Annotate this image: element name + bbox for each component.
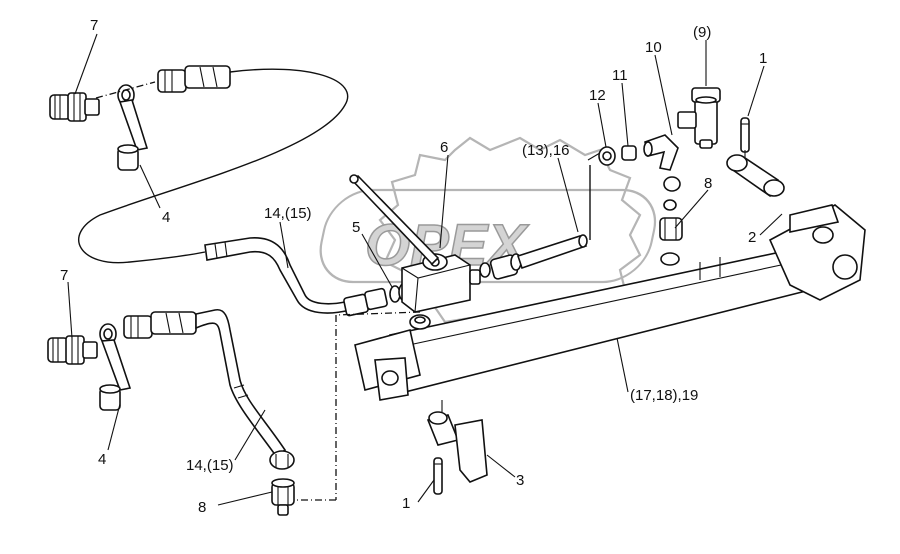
quick-coupler-bottom <box>47 335 98 365</box>
tee-fitting <box>677 87 721 149</box>
callout-17-18-19: (17,18),19 <box>630 387 698 404</box>
callout-5: 5 <box>352 219 360 236</box>
pin-retainer-3 <box>426 400 488 483</box>
callout-14-15-top: 14,(15) <box>264 205 312 222</box>
callout-8-bottom: 8 <box>198 499 206 516</box>
hose-end-bottom <box>123 311 197 339</box>
callout-13-16: (13),16 <box>522 142 570 159</box>
callout-7-top: 7 <box>90 17 98 34</box>
hose-top-14 <box>204 237 412 317</box>
hose-bottom-14 <box>195 308 295 516</box>
callout-9: (9) <box>693 24 711 41</box>
callout-4-bottom: 4 <box>98 451 106 468</box>
callout-7-bottom: 7 <box>60 267 68 284</box>
callout-6: 6 <box>440 139 448 156</box>
callout-2: 2 <box>748 229 756 246</box>
dust-cap-bottom <box>99 323 132 411</box>
callout-12: 12 <box>589 87 606 104</box>
fittings-right-of-valve <box>479 234 588 280</box>
callout-3: 3 <box>516 472 524 489</box>
callout-8-right: 8 <box>704 175 712 192</box>
roll-pin-top <box>740 117 750 153</box>
callout-10: 10 <box>645 39 662 56</box>
leader-lines <box>67 33 783 506</box>
callout-1-top: 1 <box>759 50 767 67</box>
dust-cap-top <box>117 84 149 171</box>
hydraulic-cylinder <box>354 204 866 401</box>
quick-coupler-top <box>49 92 100 122</box>
callout-4-top: 4 <box>162 209 170 226</box>
hose-end-top <box>157 65 231 93</box>
callout-14-15-bottom: 14,(15) <box>186 457 234 474</box>
shutoff-valve <box>349 174 481 313</box>
roll-pin-bottom <box>433 457 443 495</box>
callout-1-bottom: 1 <box>402 495 410 512</box>
pin-2 <box>726 150 785 198</box>
callout-11: 11 <box>612 67 628 84</box>
fittings-12-11-10 <box>598 134 683 266</box>
hose-loop-top <box>78 68 349 264</box>
